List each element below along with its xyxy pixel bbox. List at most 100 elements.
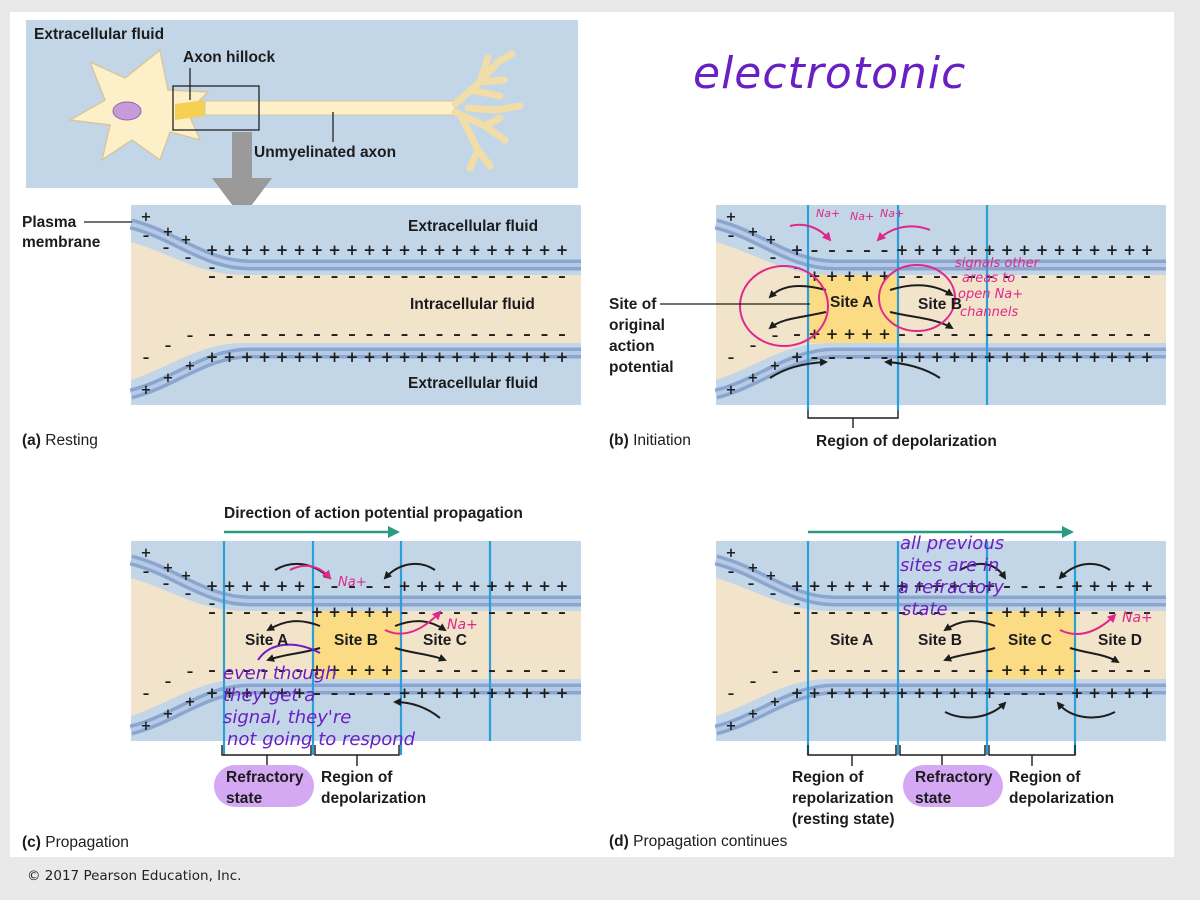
plus-charge: + — [223, 684, 236, 702]
plus-charge: + — [451, 348, 464, 366]
minus-charge: – — [383, 577, 391, 595]
plus-charge: + — [381, 661, 394, 679]
plus-charge: + — [1053, 603, 1066, 621]
minus-charge: – — [366, 577, 374, 595]
minus-charge: – — [143, 229, 150, 244]
plus-charge: + — [381, 603, 394, 621]
panel-d-brackets — [807, 745, 1076, 766]
minus-charge: – — [772, 665, 779, 680]
minus-charge: – — [728, 229, 735, 244]
panel-c-site-lines — [222, 541, 492, 755]
minus-charge: – — [348, 577, 356, 595]
minus-charge: – — [846, 661, 854, 679]
plus-charge: + — [276, 684, 289, 702]
panel-d-refractory-pill — [903, 765, 1003, 807]
hand-na-c2: Na+ — [447, 617, 478, 633]
plus-charge: + — [328, 603, 341, 621]
minus-charge: – — [541, 603, 549, 621]
minus-charge: – — [933, 661, 941, 679]
plus-charge: + — [931, 241, 944, 259]
minus-charge: – — [968, 267, 976, 285]
plasma-membrane-label-2: membrane — [22, 234, 101, 251]
plus-charge: + — [311, 241, 324, 259]
minus-charge: – — [558, 661, 566, 679]
panel-c-propagation: +++––––+++–––+––++––++––++––++––++––+–++… — [129, 526, 581, 766]
plus-charge: + — [363, 241, 376, 259]
plus-charge: + — [1018, 241, 1031, 259]
plus-charge: + — [913, 577, 926, 595]
plus-charge: + — [503, 241, 516, 259]
plus-charge: + — [346, 661, 359, 679]
plus-charge: + — [163, 371, 174, 386]
minus-charge: – — [1021, 577, 1029, 595]
minus-charge: – — [208, 603, 216, 621]
plus-charge: + — [896, 577, 909, 595]
panel-d-site-lines — [806, 541, 1077, 755]
plus-charge: + — [241, 684, 254, 702]
minus-charge: – — [968, 661, 976, 679]
plus-charge: + — [931, 348, 944, 366]
minus-charge: – — [1056, 577, 1064, 595]
hand-signals-3: open Na+ — [958, 287, 1024, 302]
minus-charge: – — [846, 348, 854, 366]
plus-charge: + — [416, 348, 429, 366]
plus-charge: + — [1001, 241, 1014, 259]
panel-a-letter: (a) — [22, 432, 41, 449]
minus-charge: – — [828, 348, 836, 366]
panel-c-purple-arrow — [257, 643, 321, 661]
plus-charge: + — [748, 561, 759, 576]
plus-charge: + — [826, 325, 839, 343]
plus-charge: + — [826, 684, 839, 702]
minus-charge: – — [951, 661, 959, 679]
panel-a-cytoplasm — [131, 242, 581, 380]
panel-d-site-a: Site A — [830, 632, 874, 649]
hand-signals-1: signals other — [955, 256, 1039, 271]
minus-charge: – — [261, 267, 269, 285]
panel-b-site-b: Site B — [918, 296, 962, 313]
minus-charge: – — [1108, 325, 1116, 343]
plus-charge: + — [328, 348, 341, 366]
plus-charge: + — [948, 348, 961, 366]
minus-charge: – — [811, 661, 819, 679]
minus-charge: – — [165, 339, 172, 354]
plus-charge: + — [1053, 241, 1066, 259]
minus-charge: – — [863, 348, 871, 366]
minus-charge: – — [331, 325, 339, 343]
plus-charge: + — [521, 577, 534, 595]
minus-charge: – — [1003, 684, 1011, 702]
minus-charge: – — [313, 325, 321, 343]
hand-signals-2: areas to — [962, 271, 1016, 286]
minus-charge: – — [401, 603, 409, 621]
panel-c-depolarized-zone — [313, 611, 401, 679]
minus-charge: – — [986, 325, 994, 343]
minus-charge: – — [916, 267, 924, 285]
panel-d-depol-1: Region of — [1009, 769, 1081, 786]
minus-charge: – — [1021, 684, 1029, 702]
plus-charge: + — [163, 561, 174, 576]
minus-charge: – — [1091, 603, 1099, 621]
plus-charge: + — [258, 241, 271, 259]
plus-charge: + — [1106, 577, 1119, 595]
plus-charge: + — [538, 577, 551, 595]
panel-d-caption-text: Propagation continues — [633, 833, 788, 850]
minus-charge: – — [278, 661, 286, 679]
plus-charge: + — [363, 661, 376, 679]
plus-charge: + — [486, 348, 499, 366]
minus-charge: – — [436, 325, 444, 343]
plus-charge: + — [258, 348, 271, 366]
plus-charge: + — [948, 684, 961, 702]
plus-charge: + — [241, 241, 254, 259]
minus-charge: – — [1143, 325, 1151, 343]
panel-a-charges: +++––––+++–––+––++––++––++––++––++––++––… — [141, 210, 569, 398]
minus-charge: – — [506, 603, 514, 621]
panel-a-caption: (a) Resting — [22, 430, 98, 451]
minus-charge: – — [506, 267, 514, 285]
minus-charge: – — [366, 325, 374, 343]
plus-charge: + — [983, 348, 996, 366]
panel-c-region-1: Region of — [321, 769, 393, 786]
panel-d-depolarized-zone — [987, 611, 1075, 679]
minus-charge: – — [348, 325, 356, 343]
minus-charge: – — [185, 587, 192, 602]
plus-charge: + — [1018, 348, 1031, 366]
minus-charge: – — [770, 251, 777, 266]
